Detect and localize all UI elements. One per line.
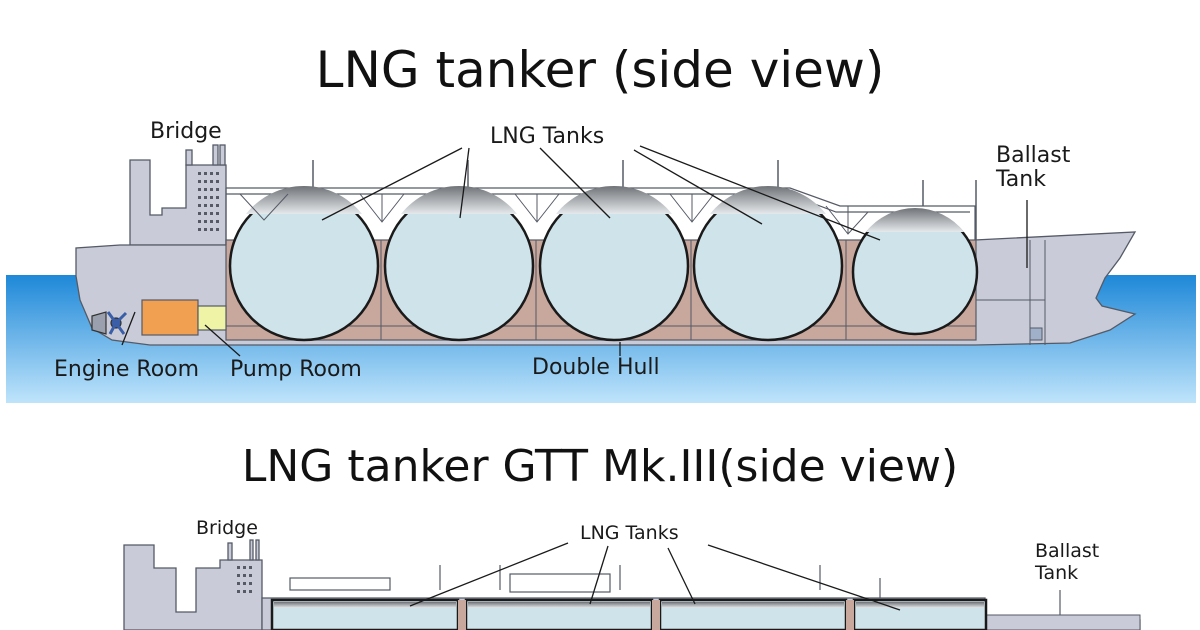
forward-block-2 <box>984 614 1141 630</box>
engine-room <box>141 299 199 336</box>
deck-truss <box>239 193 869 235</box>
pump-room <box>197 305 227 331</box>
membrane-tank-3 <box>658 598 848 630</box>
label-ballast-line1: Ballast <box>996 143 1071 168</box>
diagram2-title: LNG tanker GTT Mk.III(side view) <box>241 441 959 492</box>
diagram2-group <box>123 539 1141 630</box>
label-ballast-tank: Ballast Tank <box>996 144 1070 192</box>
deck-masts <box>312 160 977 240</box>
label-engine-room: Engine Room <box>54 357 200 382</box>
diagram1-title: LNG tanker (side view) <box>315 41 885 99</box>
lng-tank-1 <box>228 185 380 342</box>
label-lng-tanks-2: LNG Tanks <box>580 522 679 544</box>
propeller <box>91 311 128 335</box>
tank-separators-2 <box>458 600 854 630</box>
bridge-windows-2 <box>237 566 252 593</box>
lng-tank-3 <box>538 185 690 342</box>
deck-structures-2 <box>289 565 1061 630</box>
leader-lines-1 <box>121 145 1028 357</box>
label-bridge: Bridge <box>150 119 222 144</box>
label-bridge-2: Bridge <box>196 517 258 539</box>
superstructure-2 <box>123 539 263 630</box>
label-ballast-2-line2: Tank <box>1035 562 1079 584</box>
lng-tank-4 <box>692 185 844 342</box>
leader-lines-2 <box>409 542 901 611</box>
membrane-tank-2 <box>464 598 654 630</box>
label-pump-room: Pump Room <box>230 357 362 382</box>
label-lng-tanks: LNG Tanks <box>490 124 605 149</box>
membrane-tank-4 <box>852 598 988 630</box>
bridge-windows <box>198 172 219 231</box>
label-ballast-2-line1: Ballast <box>1035 540 1100 562</box>
diagram1-group <box>6 144 1196 403</box>
forward-section-lines <box>975 240 1046 345</box>
label-ballast-tank-2: Ballast Tank <box>1035 540 1099 584</box>
lng-tank-2 <box>383 185 535 342</box>
membrane-tank-1 <box>270 598 460 630</box>
label-double-hull: Double Hull <box>532 355 660 380</box>
label-ballast-line2: Tank <box>996 167 1046 192</box>
lng-tank-5 <box>851 207 979 336</box>
